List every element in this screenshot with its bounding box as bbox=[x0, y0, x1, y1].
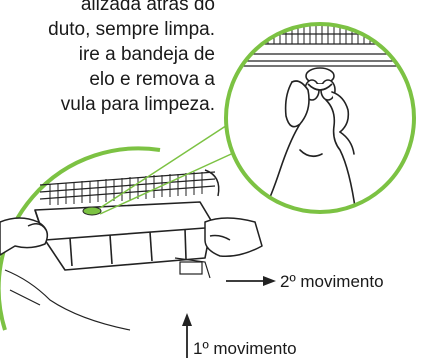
instruction-line: duto, sempre limpa. bbox=[48, 19, 215, 40]
arrow-up-icon bbox=[182, 313, 192, 358]
movement-1-label: 1º movimento bbox=[193, 339, 297, 358]
hand-icon bbox=[261, 80, 357, 212]
valve-detail-circle bbox=[224, 22, 416, 214]
movement-2-label: 2º movimento bbox=[280, 272, 384, 291]
arrow-right-icon bbox=[226, 276, 276, 286]
instruction-text: alizada atrás do duto, sempre limpa. ire… bbox=[0, 0, 215, 117]
instruction-line: vula para limpeza. bbox=[60, 94, 215, 115]
instruction-line: elo e remova a bbox=[89, 69, 215, 90]
instruction-line: alizada atrás do bbox=[80, 0, 215, 15]
zoom-connector bbox=[99, 117, 241, 215]
instruction-line: ire a bandeja de bbox=[78, 44, 215, 65]
tray-detail-circle bbox=[0, 146, 263, 331]
